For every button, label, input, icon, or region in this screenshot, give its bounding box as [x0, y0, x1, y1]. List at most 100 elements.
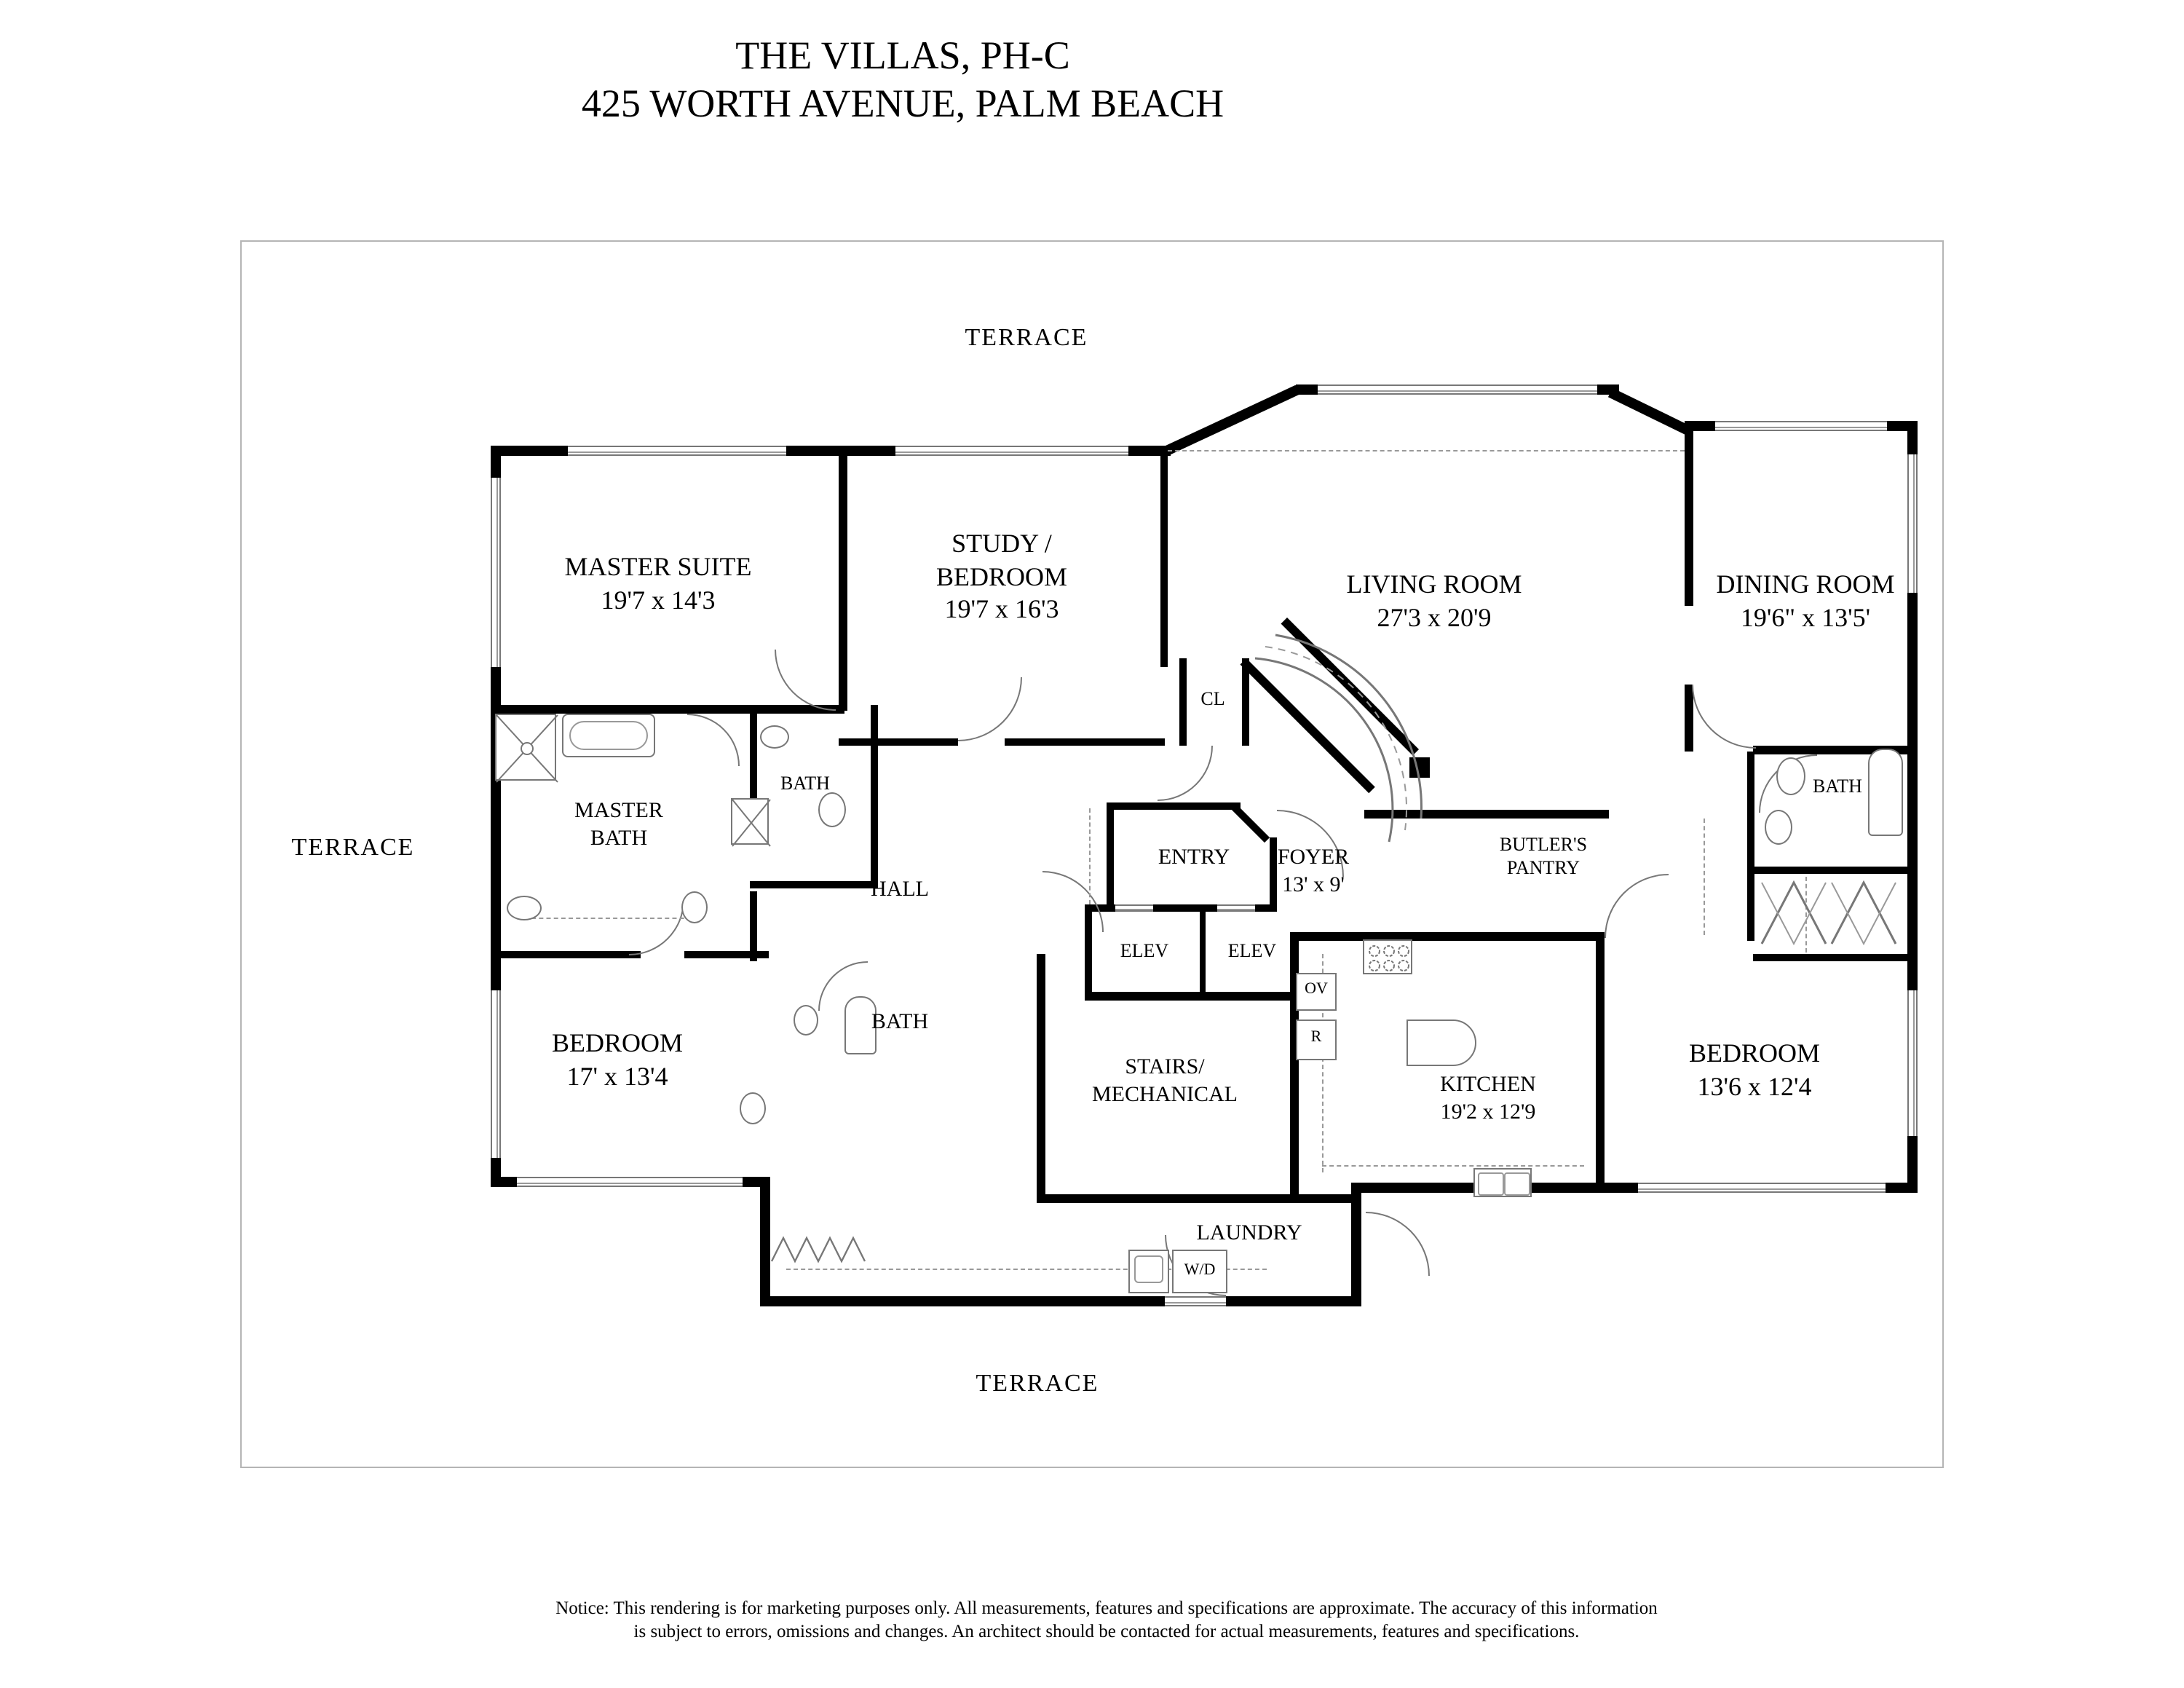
terrace-label-top: TERRACE	[965, 323, 1088, 351]
wall-step-down	[760, 1177, 770, 1306]
wall-entry-left	[1107, 802, 1114, 912]
room-cl: CL	[1200, 687, 1224, 711]
wall-hall-top-b	[1005, 738, 1165, 746]
room-washer-dryer: W/D	[1184, 1261, 1216, 1282]
room-bath-right: BATH	[1813, 775, 1862, 799]
wall-stairs-bottom	[1037, 1194, 1360, 1203]
sink-lower-icon	[740, 1092, 766, 1124]
room-hall-name: HALL	[871, 878, 929, 902]
wall-kitchen-bedroom-divider	[1596, 941, 1605, 1183]
room-study-name1: STUDY /	[951, 529, 1052, 558]
kitchen-island	[1406, 1019, 1476, 1066]
room-kitchen: KITCHEN 19'2 x 12'9	[1440, 1072, 1536, 1127]
room-butlers-pantry-name1: BUTLER'S	[1499, 833, 1588, 855]
room-master-suite: MASTER SUITE 19'7 x 14'3	[564, 551, 751, 616]
room-stairs-name2: MECHANICAL	[1092, 1083, 1238, 1107]
room-master-bath-name1: MASTER	[574, 800, 663, 823]
toilet-master-icon	[681, 891, 708, 923]
wall-master-bath-right-upper	[750, 705, 757, 845]
dash-kitchen-counter-h	[1322, 1165, 1584, 1167]
wall-master-bottom	[495, 705, 844, 714]
wall-elevator-left	[1085, 912, 1092, 992]
window-master-left	[491, 478, 501, 667]
page-title: THE VILLAS, PH-C 425 WORTH AVENUE, PALM …	[0, 32, 1805, 128]
room-entry: ENTRY	[1158, 845, 1230, 872]
shower-master-icon	[495, 714, 558, 783]
room-elev-left-name: ELEV	[1120, 939, 1169, 961]
tub-master-icon	[562, 714, 655, 757]
dash-master-bath-closet	[524, 918, 699, 919]
room-bath-lower: BATH	[871, 1009, 928, 1037]
room-bedroom-left: BEDROOM 17' x 13'4	[552, 1027, 683, 1092]
range-box	[1296, 1019, 1337, 1060]
wall-dining-left-a	[1685, 431, 1693, 606]
room-laundry-name: LAUNDRY	[1196, 1222, 1302, 1245]
window-bedroom-right-side	[1907, 990, 1918, 1136]
room-elev-left: ELEV	[1120, 939, 1168, 963]
room-living-dims: 27'3 x 20'9	[1377, 602, 1492, 631]
wall-study-right	[1160, 446, 1168, 667]
window-study-top	[895, 446, 1128, 456]
sink-master-icon	[507, 896, 542, 920]
room-elev-right: ELEV	[1228, 939, 1276, 963]
laundry-sink-icon	[1128, 1250, 1169, 1293]
notice-line2: is subject to errors, omissions and chan…	[633, 1621, 1580, 1642]
wall-laundry-right	[1351, 1183, 1361, 1306]
accordion-doors-icon	[770, 1236, 866, 1263]
wall-master-study-divider	[839, 446, 847, 711]
cooktop-icon	[1363, 939, 1412, 974]
room-bedroom-right: BEDROOM 13'6 x 12'4	[1689, 1037, 1820, 1103]
room-cl-name: CL	[1200, 687, 1225, 709]
wall-stairs-right	[1290, 932, 1299, 1194]
room-bedroom-right-name: BEDROOM	[1688, 1038, 1821, 1068]
notice-text: Notice: This rendering is for marketing …	[320, 1596, 1893, 1644]
wall-closet-left	[1179, 658, 1187, 746]
room-bedroom-left-name: BEDROOM	[551, 1028, 684, 1057]
dash-pantry	[1704, 819, 1705, 935]
room-oven-name: OV	[1305, 980, 1328, 998]
door-sill-laundry-terrace	[1165, 1296, 1226, 1306]
oven-box	[1296, 973, 1337, 1011]
room-dining-dims: 19'6" x 13'5'	[1740, 602, 1871, 631]
room-master-bath: MASTER BATH	[574, 798, 663, 853]
room-foyer-dims: 13' x 9'	[1282, 873, 1345, 897]
wall-entry-top	[1107, 802, 1241, 810]
elevator-door-sill-left	[1115, 904, 1153, 912]
terrace-label-bottom: TERRACE	[976, 1369, 1099, 1397]
room-range: R	[1311, 1028, 1322, 1049]
room-study-name2: BEDROOM	[935, 561, 1068, 591]
room-bath-lower-name: BATH	[871, 1011, 929, 1034]
wall-bath-right-bottom	[1753, 867, 1918, 874]
room-dining: DINING ROOM 19'6" x 13'5'	[1717, 568, 1895, 634]
room-washer-dryer-name: W/D	[1184, 1261, 1216, 1279]
title-line1: THE VILLAS, PH-C	[735, 33, 1070, 77]
tub-right-icon	[1868, 749, 1903, 836]
room-study: STUDY / BEDROOM 19'7 x 16'3	[936, 527, 1067, 626]
room-living-name: LIVING ROOM	[1346, 569, 1522, 599]
room-bath-upper-name: BATH	[780, 772, 830, 794]
wall-hall-top-a	[839, 738, 958, 746]
notice-line1: Notice: This rendering is for marketing …	[555, 1598, 1658, 1618]
room-bedroom-left-dims: 17' x 13'4	[566, 1061, 668, 1090]
wall-bedroom-left-top-b	[684, 951, 769, 958]
room-elev-right-name: ELEV	[1227, 939, 1277, 961]
terrace-label-left: TERRACE	[291, 833, 415, 861]
kitchen-sink-icon	[1473, 1168, 1532, 1197]
sink-upper-icon	[818, 792, 846, 827]
wall-laundry-bottom	[760, 1296, 1361, 1306]
room-kitchen-dims: 19'2 x 12'9	[1440, 1100, 1536, 1124]
room-bath-upper: BATH	[780, 772, 830, 796]
elevator-door-sill-right	[1217, 904, 1255, 912]
wall-stairs-left	[1037, 954, 1045, 1203]
wall-stair-post	[1409, 757, 1430, 778]
wall-bath-upper-bottom	[750, 881, 878, 888]
room-study-dims: 19'7 x 16'3	[944, 594, 1059, 623]
dash-laundry	[786, 1269, 1267, 1270]
wall-dining-left-b	[1685, 685, 1693, 752]
toilet-right-icon	[1765, 810, 1792, 845]
wall-pantry-right	[1747, 752, 1754, 941]
room-hall: HALL	[871, 877, 929, 904]
wall-closet-right	[1242, 658, 1249, 746]
